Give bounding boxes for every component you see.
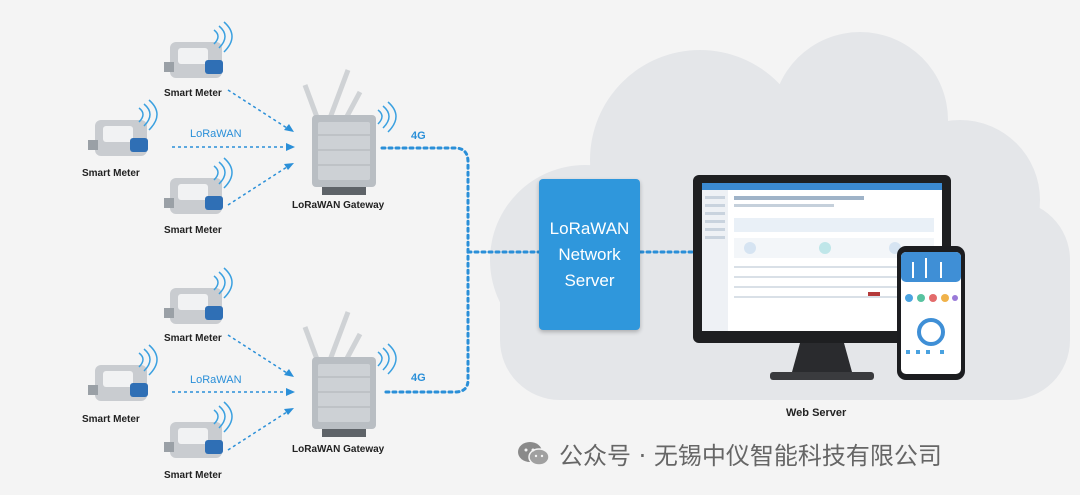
gateway-icon [302,69,397,195]
cellular-link-label: 4G [411,372,426,384]
lorawan-link-label: LoRaWAN [190,128,242,140]
watermark: 公众号 · 无锡中仪智能科技有限公司 [517,436,942,471]
lorawan-links-bottom [172,334,291,451]
cellular-link-label: 4G [411,130,426,142]
watermark-text: 公众号 · 无锡中仪智能科技有限公司 [559,442,942,470]
cellular-backhaul [380,146,702,394]
network-server-line1: LoRaWAN [549,218,630,238]
arrowheads-top [284,124,295,170]
network-server-line3: Server [564,270,615,290]
monitor-icon [693,175,951,380]
smart-meter-icon [164,401,233,458]
network-server-box: LoRaWAN Network Server [539,179,640,330]
wechat-icon [518,441,550,466]
gateway-label: LoRaWAN Gateway [292,444,385,455]
arrowheads-bottom [284,369,295,415]
smart-meter-icon [164,157,233,214]
smart-meter-label: Smart Meter [164,225,222,236]
network-server-line2: Network [558,244,621,264]
phone-icon [897,246,965,380]
lorawan-link-label: LoRaWAN [190,374,242,386]
smart-meter-icon [88,99,158,156]
gateway-icon [302,311,397,437]
gateway-label: LoRaWAN Gateway [292,200,385,211]
smart-meter-icon [164,21,233,78]
lorawan-links-top [172,89,291,206]
smart-meter-label: Smart Meter [164,333,222,344]
smart-meter-icon [164,267,233,324]
smart-meter-label: Smart Meter [164,470,222,481]
smart-meter-label: Smart Meter [82,414,140,425]
web-server-label: Web Server [786,407,847,419]
smart-meter-label: Smart Meter [164,88,222,99]
smart-meter-icon [88,344,158,401]
smart-meter-label: Smart Meter [82,168,140,179]
